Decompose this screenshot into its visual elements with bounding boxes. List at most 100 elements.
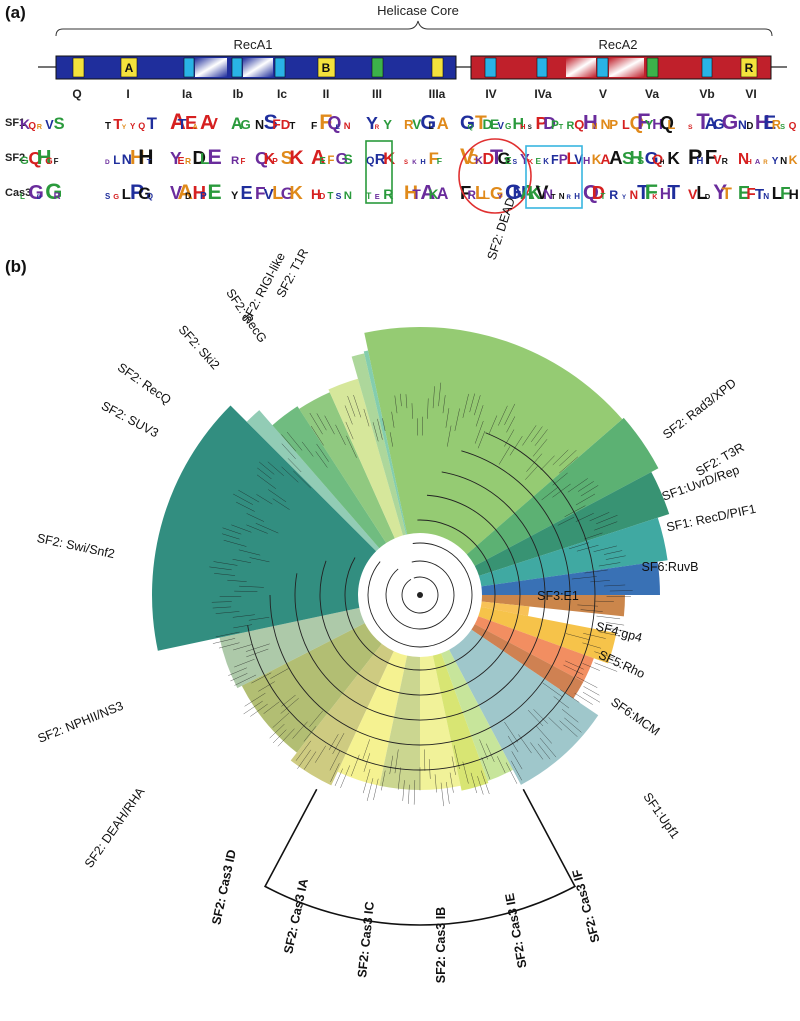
tree-leaf-branch bbox=[332, 733, 345, 755]
logo-glyph: N bbox=[601, 116, 611, 132]
logo-glyph: G bbox=[420, 112, 436, 134]
logo-glyph: V bbox=[264, 186, 274, 203]
white-gradient-2 bbox=[243, 58, 273, 77]
tree-leaf-branch bbox=[295, 740, 312, 761]
motif-label-q: Q bbox=[72, 87, 81, 101]
tree-root bbox=[417, 592, 423, 598]
tree-leaf-branch bbox=[428, 759, 431, 779]
motif-label-vi: VI bbox=[745, 87, 756, 101]
logo-glyph: E bbox=[763, 113, 776, 134]
clade-wedge bbox=[351, 353, 407, 536]
tree-leaf-branch bbox=[255, 523, 279, 534]
logo-glyph: Y bbox=[383, 117, 392, 132]
clade-wedge bbox=[241, 623, 382, 753]
logo-glyph: E bbox=[241, 183, 253, 203]
tree-leaf-branch bbox=[222, 527, 242, 535]
logo-glyph: T bbox=[327, 191, 333, 202]
tree-leaf-branch bbox=[211, 601, 232, 603]
logo-glyph: R bbox=[383, 187, 393, 203]
clade-wedge bbox=[363, 350, 408, 535]
logo-glyph: E bbox=[738, 183, 750, 203]
tree-leaf-branch bbox=[258, 461, 275, 475]
tree-leaf-branch bbox=[277, 728, 295, 747]
tree-leaf-branch bbox=[548, 717, 563, 731]
tree-leaf-branch bbox=[576, 676, 598, 688]
tree-leaf-branch bbox=[397, 767, 401, 790]
tree-leaf-branch bbox=[272, 498, 290, 510]
tree-leaf-branch bbox=[561, 709, 579, 723]
logo-glyph: G bbox=[645, 148, 659, 168]
motif-iva-box bbox=[536, 57, 548, 78]
tree-leaf-branch bbox=[604, 584, 626, 587]
motif-label-vb: Vb bbox=[699, 87, 714, 101]
logo-glyph: Y bbox=[130, 122, 136, 131]
logo-glyph: Q bbox=[255, 148, 269, 168]
tree-leaf-branch bbox=[506, 416, 516, 433]
tree-leaf-branch bbox=[498, 405, 508, 426]
tree-leaf-branch bbox=[469, 393, 475, 413]
logo-glyph: K bbox=[475, 155, 483, 167]
logo-glyph: N bbox=[122, 151, 132, 167]
tree-leaf-branch bbox=[362, 739, 370, 760]
motif-label-ii: II bbox=[323, 87, 330, 101]
motif-b-label: B bbox=[322, 61, 331, 75]
logo-glyph: A bbox=[200, 112, 215, 134]
motif-iva-highlight-box bbox=[525, 145, 583, 209]
logo-glyph: H bbox=[513, 116, 525, 133]
logo-glyph: F bbox=[255, 183, 266, 203]
tree-leaf-branch bbox=[233, 644, 252, 651]
logo-glyph: N bbox=[592, 122, 598, 131]
cas3-clade-wedge bbox=[379, 655, 420, 790]
logo-glyph: E bbox=[375, 192, 380, 201]
tree-leaf-branch bbox=[213, 561, 238, 566]
tree-leaf-branch bbox=[596, 514, 618, 525]
logo-glyph: R bbox=[609, 188, 618, 202]
motif-labels: Q I Ia Ib Ic II III IIIa IV IVa V Va Vb … bbox=[72, 87, 756, 101]
tree-leaf-branch bbox=[446, 782, 450, 804]
clade-label: SF2: DEAD bbox=[485, 196, 518, 262]
cas3-clade-label: SF2: Cas3 IE bbox=[503, 892, 530, 969]
logo-glyph: R bbox=[37, 122, 43, 131]
clade-wedge bbox=[471, 624, 584, 699]
clade-wedge bbox=[474, 471, 670, 576]
logo-glyph: V bbox=[574, 152, 583, 167]
clade-wedge bbox=[219, 607, 365, 689]
logo-glyph: T bbox=[601, 192, 606, 201]
tree-leaf-branch bbox=[481, 757, 491, 780]
logo-glyph: Y bbox=[498, 192, 503, 201]
logo-glyph: H bbox=[660, 186, 671, 203]
logo-glyph: S bbox=[688, 124, 693, 131]
tree-branch-arc bbox=[401, 576, 439, 614]
logo-glyph: F bbox=[437, 156, 442, 166]
logo-glyph: E bbox=[536, 156, 542, 166]
logo-glyph: E bbox=[319, 156, 326, 167]
tree-leaf-branch bbox=[377, 418, 383, 440]
logo-glyph: K bbox=[20, 117, 30, 132]
motif-va-box bbox=[646, 57, 659, 78]
tree-leaf-branch bbox=[411, 403, 413, 419]
tree-branch-arc bbox=[269, 450, 571, 746]
tree-leaf-branch bbox=[405, 394, 408, 409]
motif-label-ia: Ia bbox=[182, 87, 192, 101]
logo-glyph: H bbox=[130, 147, 145, 169]
tree-leaf-branch bbox=[432, 386, 435, 409]
logo-glyph: Y bbox=[772, 156, 779, 167]
clade-label: SF2: SUV3 bbox=[99, 399, 161, 441]
tree-leaf-branch bbox=[594, 662, 618, 672]
logo-glyph: S bbox=[622, 148, 634, 168]
clade-wedge bbox=[481, 561, 660, 595]
logo-glyph: R bbox=[54, 191, 61, 202]
logo-glyph: G bbox=[113, 192, 119, 201]
logo-glyph: F bbox=[645, 179, 658, 204]
logo-glyph: T bbox=[147, 157, 152, 166]
logo-glyph: T bbox=[551, 192, 556, 201]
tree-leaf-branch bbox=[316, 413, 327, 431]
tree-leaf-branch bbox=[580, 485, 599, 497]
logo-glyph: S bbox=[637, 155, 644, 167]
tree-leaf-branch bbox=[286, 431, 303, 451]
motif-iv-box bbox=[484, 57, 497, 78]
cas3-clade-label: SF2: Cas3 IB bbox=[434, 907, 448, 983]
motif-vb-box bbox=[701, 57, 713, 78]
tree-branch-arc bbox=[247, 432, 596, 771]
